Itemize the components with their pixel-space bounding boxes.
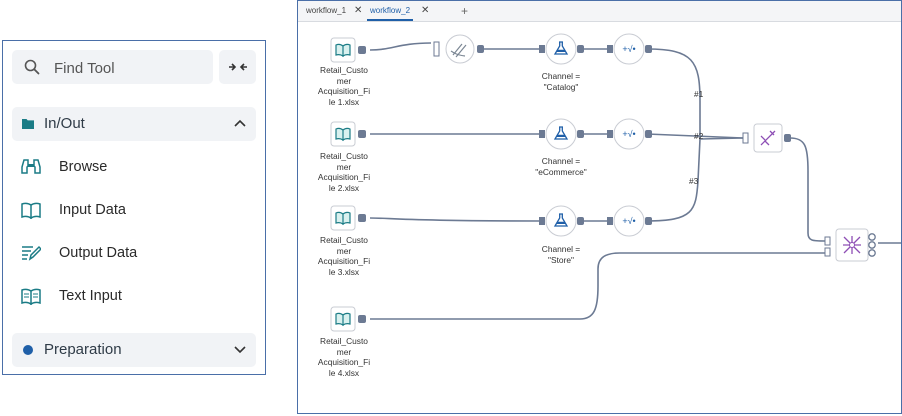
connections: [369, 42, 901, 320]
category-in-out[interactable]: In/Out: [12, 107, 256, 141]
filter-node-ecommerce[interactable]: [539, 118, 584, 150]
formula-glyph: +√•: [622, 44, 635, 54]
tool-label: Browse: [59, 159, 108, 175]
circle-icon: [23, 345, 33, 355]
formula-node-3[interactable]: +√•: [607, 205, 652, 237]
connection-label-3: #3: [689, 176, 699, 186]
open-book-icon: [21, 202, 41, 219]
union-node[interactable]: [742, 123, 791, 153]
search-input[interactable]: [52, 50, 206, 86]
add-tab-button[interactable]: +: [461, 4, 469, 18]
tool-label: Input Data: [59, 202, 126, 218]
folder-icon: [22, 119, 34, 129]
book-text-icon: [21, 288, 41, 305]
category-preparation[interactable]: Preparation: [12, 333, 256, 367]
tool-text-input[interactable]: Text Input: [21, 281, 241, 311]
search-icon: [24, 59, 40, 75]
category-label: In/Out: [44, 115, 85, 132]
filter-node-catalog[interactable]: [539, 33, 584, 65]
tab-workflow-1[interactable]: workflow_1: [306, 6, 347, 15]
tool-label: Output Data: [59, 245, 138, 261]
workflow-canvas[interactable]: workflow_1 ✕ workflow_2 ✕ +: [297, 0, 902, 414]
cleanse-tool-node[interactable]: [433, 34, 484, 64]
formula-node-1[interactable]: +√•: [607, 33, 652, 65]
connection-label-2: #2: [694, 131, 704, 141]
tool-palette: In/Out Browse Input Data Output Data Tex…: [2, 40, 266, 375]
workflow-diagram: +√• +√• +√•: [330, 33, 901, 332]
collapse-palette-button[interactable]: [219, 50, 256, 84]
category-label: Preparation: [44, 341, 122, 358]
input-data-node-4[interactable]: [330, 306, 366, 332]
workflow-tab-bar: workflow_1 ✕ workflow_2 ✕ +: [298, 1, 901, 22]
input-data-node-1[interactable]: [330, 37, 366, 63]
tool-label: Text Input: [59, 288, 122, 304]
filter-ecommerce-label: Channel ="eCommerce": [535, 156, 587, 177]
join-node[interactable]: [824, 228, 876, 262]
filter-store-label: Channel ="Store": [541, 244, 581, 265]
filter-node-store[interactable]: [539, 205, 584, 237]
tool-browse[interactable]: Browse: [21, 152, 241, 182]
chevron-down-icon[interactable]: [234, 345, 246, 354]
pencil-lines-icon: [22, 245, 41, 261]
tab-workflow-2[interactable]: workflow_2: [366, 1, 414, 21]
formula-glyph: +√•: [622, 129, 635, 139]
tool-input-data[interactable]: Input Data: [21, 195, 241, 225]
input-data-node-3[interactable]: [330, 205, 366, 231]
close-tab-1-icon[interactable]: ✕: [354, 5, 363, 16]
tool-output-data[interactable]: Output Data: [21, 238, 241, 268]
collapse-arrows-icon: [229, 63, 247, 71]
binoculars-icon: [21, 159, 41, 174]
chevron-up-icon[interactable]: [234, 119, 246, 128]
filter-catalog-label: Channel ="Catalog": [541, 71, 581, 92]
formula-node-2[interactable]: +√•: [607, 118, 652, 150]
find-tool-search[interactable]: [12, 50, 213, 86]
connection-label-1: #1: [694, 89, 704, 99]
close-tab-2-icon[interactable]: ✕: [421, 5, 430, 16]
formula-glyph: +√•: [622, 216, 635, 226]
input-data-node-2[interactable]: [330, 121, 366, 147]
